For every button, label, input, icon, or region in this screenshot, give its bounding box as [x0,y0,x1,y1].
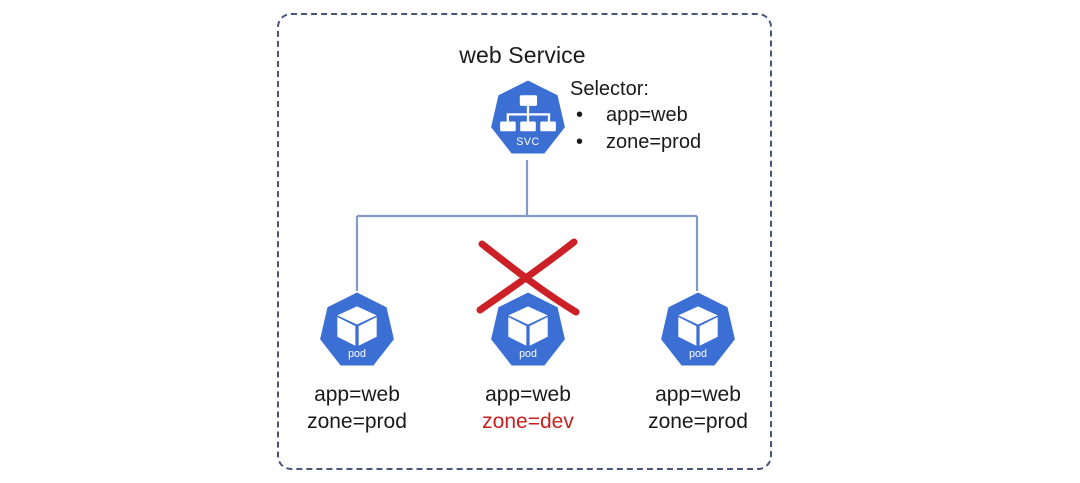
selector-item-label: zone=prod [606,131,702,153]
pod-node-0[interactable]: pod app=web zone=prod [277,290,437,435]
selector-block: Selector: • app=web • zone=prod [570,76,770,156]
pod-labels-2: app=web zone=prod [618,381,778,435]
pod-icon-wrap-0: pod [316,290,398,372]
service-node[interactable]: SVC [487,78,569,160]
kubernetes-pod-heptagon-icon: pod [491,292,565,366]
svg-text:SVC: SVC [516,136,539,148]
pod-icon-wrap-1: pod [487,290,569,372]
pod-label-app: app=web [655,383,741,406]
pod-labels-1: app=web zone=dev [448,381,608,435]
pod-label-app: app=web [485,383,571,406]
pod-label-zone: zone=prod [648,410,748,433]
bullet-glyph: • [576,131,584,153]
kubernetes-pod-heptagon-icon: pod [661,292,735,366]
selector-item: • zone=prod [570,129,770,156]
selector-item-label: app=web [606,104,688,126]
kubernetes-service-heptagon-icon: SVC [491,80,565,154]
pod-icon-label: pod [348,348,366,360]
pod-labels-0: app=web zone=prod [277,381,437,435]
pod-node-2[interactable]: pod app=web zone=prod [618,290,778,435]
selector-heading: Selector: [570,78,649,100]
selector-item: • app=web [570,102,770,129]
cluster-boundary [277,13,772,470]
kubernetes-pod-heptagon-icon: pod [320,292,394,366]
selector-list: • app=web • zone=prod [570,102,770,156]
pod-label-zone: zone=dev [482,410,574,433]
pod-node-1[interactable]: pod app=web zone=dev [448,290,608,435]
bullet-glyph: • [576,104,584,126]
pod-icon-label: pod [519,348,537,360]
pod-label-zone: zone=prod [307,410,407,433]
pod-label-app: app=web [314,383,400,406]
pod-icon-label: pod [689,348,707,360]
service-title: web Service [459,42,586,68]
pod-icon-wrap-2: pod [657,290,739,372]
